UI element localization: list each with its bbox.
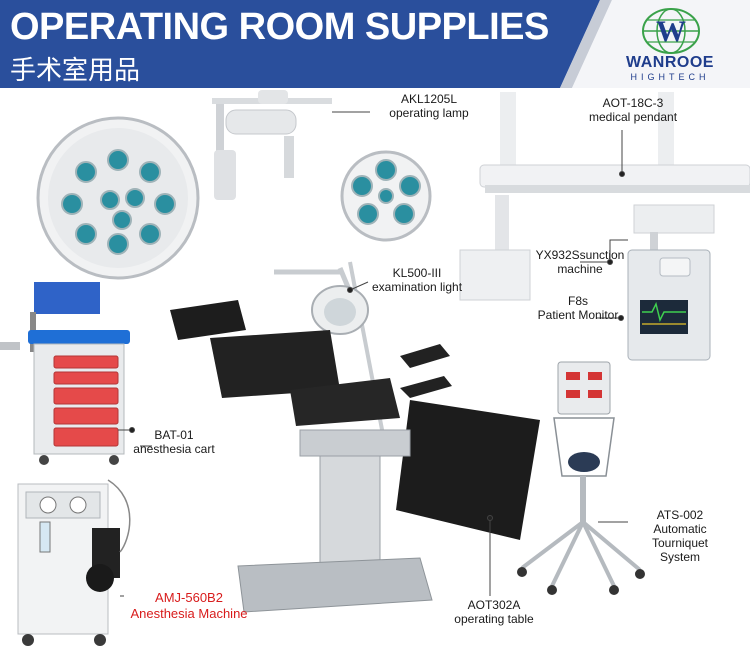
monitor-name: Patient Monitor: [537, 308, 619, 322]
pendant-model: AOT-18C-3: [602, 96, 664, 110]
pendant-name: medical pendant: [588, 110, 678, 124]
tourniquet-name-3: System: [659, 550, 700, 564]
svg-text:W: W: [656, 15, 686, 48]
label-anesthesia-cart: BAT-01 anesthesia cart: [124, 428, 224, 456]
exam-light-name: examination light: [371, 280, 463, 294]
label-operating-lamp: AKL1205L operating lamp: [384, 92, 474, 120]
label-examination-light: KL500-III examination light: [362, 266, 472, 294]
table-name: operating table: [454, 612, 534, 626]
anesthesia-name: Anesthesia Machine: [130, 606, 248, 621]
label-operating-table: AOT302A operating table: [446, 598, 542, 626]
anesthesia-machine-illustration: [17, 479, 131, 646]
logo-subtitle: HIGHTECH: [630, 72, 710, 82]
examination-light-illustration: [274, 261, 386, 441]
page-title: OPERATING ROOM SUPPLIES: [10, 6, 549, 48]
anesthesia-model: AMJ-560B2: [155, 590, 223, 605]
table-model: AOT302A: [467, 598, 521, 612]
monitor-model: F8s: [567, 294, 588, 308]
tourniquet-illustration: [517, 361, 645, 595]
label-anesthesia-machine: AMJ-560B2 Anesthesia Machine: [122, 590, 256, 622]
operating-table-illustration: [170, 300, 540, 613]
operating-lamp-illustration: [36, 90, 432, 280]
tourniquet-name-1: Automatic: [653, 522, 707, 536]
label-suction-machine: YX932Ssunction machine: [528, 248, 632, 276]
logo-name: WANROOE: [626, 54, 714, 71]
leader-lines: [118, 111, 628, 597]
medical-pendant-illustration: [459, 92, 750, 301]
label-medical-pendant: AOT-18C-3 medical pendant: [578, 96, 688, 124]
globe-logo-icon: W: [642, 8, 700, 54]
header-banner: OPERATING ROOM SUPPLIES 手术室用品 W WANROOE …: [0, 0, 750, 88]
exam-light-model: KL500-III: [392, 266, 442, 280]
suction-model: YX932Ssunction: [535, 248, 625, 262]
label-patient-monitor: F8s Patient Monitor: [530, 294, 626, 322]
anesthesia-cart-illustration: [0, 282, 130, 465]
page-subtitle: 手术室用品: [10, 56, 141, 86]
lamp-model: AKL1205L: [400, 92, 458, 106]
lamp-name: operating lamp: [389, 106, 469, 120]
banner-shape: [0, 0, 750, 88]
cart-name: anesthesia cart: [133, 442, 215, 456]
tourniquet-name-2: Tourniquet: [651, 536, 709, 550]
cart-model: BAT-01: [154, 428, 194, 442]
label-tourniquet-system: ATS-002 Automatic Tourniquet System: [630, 508, 730, 564]
tourniquet-model: ATS-002: [656, 508, 704, 522]
patient-monitor-illustration: [627, 249, 711, 361]
suction-name: machine: [557, 262, 603, 276]
